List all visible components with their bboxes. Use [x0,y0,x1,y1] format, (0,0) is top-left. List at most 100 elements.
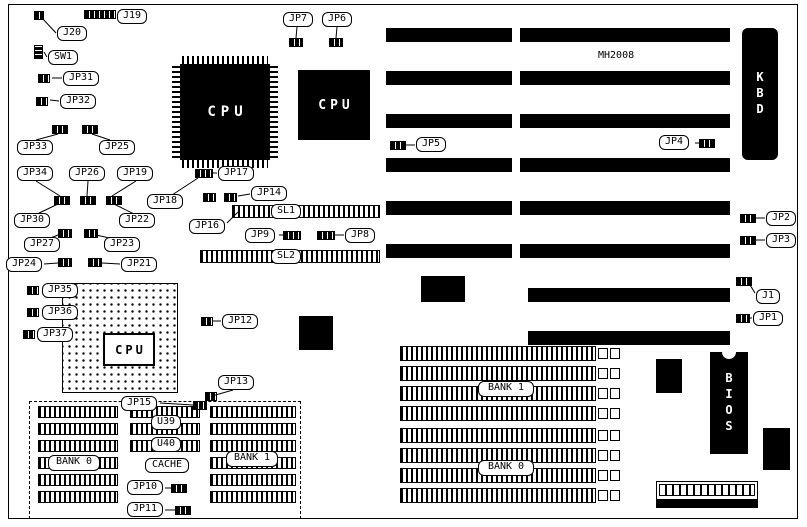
jumper-jp36 [27,308,39,317]
jumper-jp14-b [224,193,237,202]
dip-socket [210,491,296,503]
dip-socket [38,474,118,486]
label-jp18: JP18 [147,194,183,209]
label-jp10: JP10 [127,480,163,495]
jumper-jp5 [390,141,406,150]
label-j20: J20 [57,26,87,41]
dip-socket [210,406,296,418]
dip-socket [38,423,118,435]
label-jp4: JP4 [659,135,689,150]
label-jp16: JP16 [189,219,225,234]
label-sl2: SL2 [271,249,301,264]
jumper-jp4 [699,139,715,148]
jumper-jp35 [27,286,39,295]
jumper-jp8 [317,231,335,240]
cpu-pins-right [270,66,278,158]
cpu-label: CPU [103,333,155,366]
cache-memory-area [29,401,301,519]
dip-socket [210,474,296,486]
cpu-label: CPU [180,64,270,160]
label-u40: U40 [151,437,181,452]
jumper-jp10 [171,484,187,493]
label-jp36: JP36 [42,305,78,320]
isa-slot [520,244,730,258]
sl1-socket [232,205,380,218]
label-bank1-left: BANK 1 [226,451,278,467]
dip-socket [210,423,296,435]
jumper-jp25 [82,125,98,134]
cpu-pins-top [182,56,268,64]
jumper-jp3 [740,236,756,245]
label-j1: J1 [756,289,780,304]
simm-socket [400,366,620,381]
jumper-jp13 [205,392,217,401]
isa-slot [386,201,512,215]
jumper-jp37 [23,330,35,339]
label-bank0-right: BANK 0 [478,460,534,476]
cpu-pins-left [172,66,180,158]
isa-slot [520,28,730,42]
label-u39: U39 [151,415,181,430]
label-bank0-left: BANK 0 [48,455,100,471]
chip-notch [722,352,736,359]
isa-slot [528,331,730,345]
cpu-chip-plcc: CPU [298,70,370,140]
label-jp19: JP19 [117,166,153,181]
label-jp34: JP34 [17,166,53,181]
label-cache: CACHE [145,458,189,473]
jumper-jp17 [195,169,213,178]
label-jp24: JP24 [6,257,42,272]
jumper-jp33 [52,125,68,134]
label-jp12: JP12 [222,314,258,329]
chip [421,276,465,302]
cpu-chip-qfp: CPU [172,56,278,168]
jumper-j20 [34,11,44,20]
label-jp13: JP13 [218,375,254,390]
label-jp37: JP37 [37,327,73,342]
label-sl1: SL1 [271,204,301,219]
jumper-jp34 [54,196,70,205]
label-bank1-right: BANK 1 [478,381,534,397]
label-jp14: JP14 [251,186,287,201]
label-jp7: JP7 [283,12,313,27]
label-jp23: JP23 [104,237,140,252]
jumper-sw1 [34,45,43,59]
jumper-jp14-a [203,193,216,202]
isa-slot [528,288,730,302]
dip-socket [38,440,118,452]
label-jp6: JP6 [322,12,352,27]
jumper-jp31 [38,74,50,83]
dip-socket [38,406,118,418]
jumper-j19 [84,10,116,19]
power-connector [656,481,758,508]
label-jp32: JP32 [60,94,96,109]
label-jp11: JP11 [127,502,163,517]
jumper-jp23 [84,229,98,238]
jumper-jp9 [283,231,301,240]
board-model-text: MH2008 [598,50,635,61]
isa-slot [520,71,730,85]
power-connector-base [657,499,757,507]
jumper-jp27 [58,229,72,238]
simm-socket [400,406,620,421]
bios-label: BIOS [722,371,736,435]
label-jp26: JP26 [69,166,105,181]
label-j19: J19 [117,9,147,24]
label-jp8: JP8 [345,228,375,243]
label-jp9: JP9 [245,228,275,243]
label-jp2: JP2 [766,211,796,226]
jumper-jp21 [88,258,102,267]
isa-slot [386,158,512,172]
keyboard-connector: KBD [742,28,778,160]
label-jp3: JP3 [766,233,796,248]
label-jp30: JP30 [14,213,50,228]
isa-slot [520,201,730,215]
label-jp35: JP35 [42,283,78,298]
jumper-jp1 [736,314,750,323]
jumper-jp11 [175,506,191,515]
label-jp33: JP33 [17,140,53,155]
jumper-jp24 [58,258,72,267]
label-jp17: JP17 [218,166,254,181]
simm-socket [400,488,620,503]
isa-slot [386,244,512,258]
